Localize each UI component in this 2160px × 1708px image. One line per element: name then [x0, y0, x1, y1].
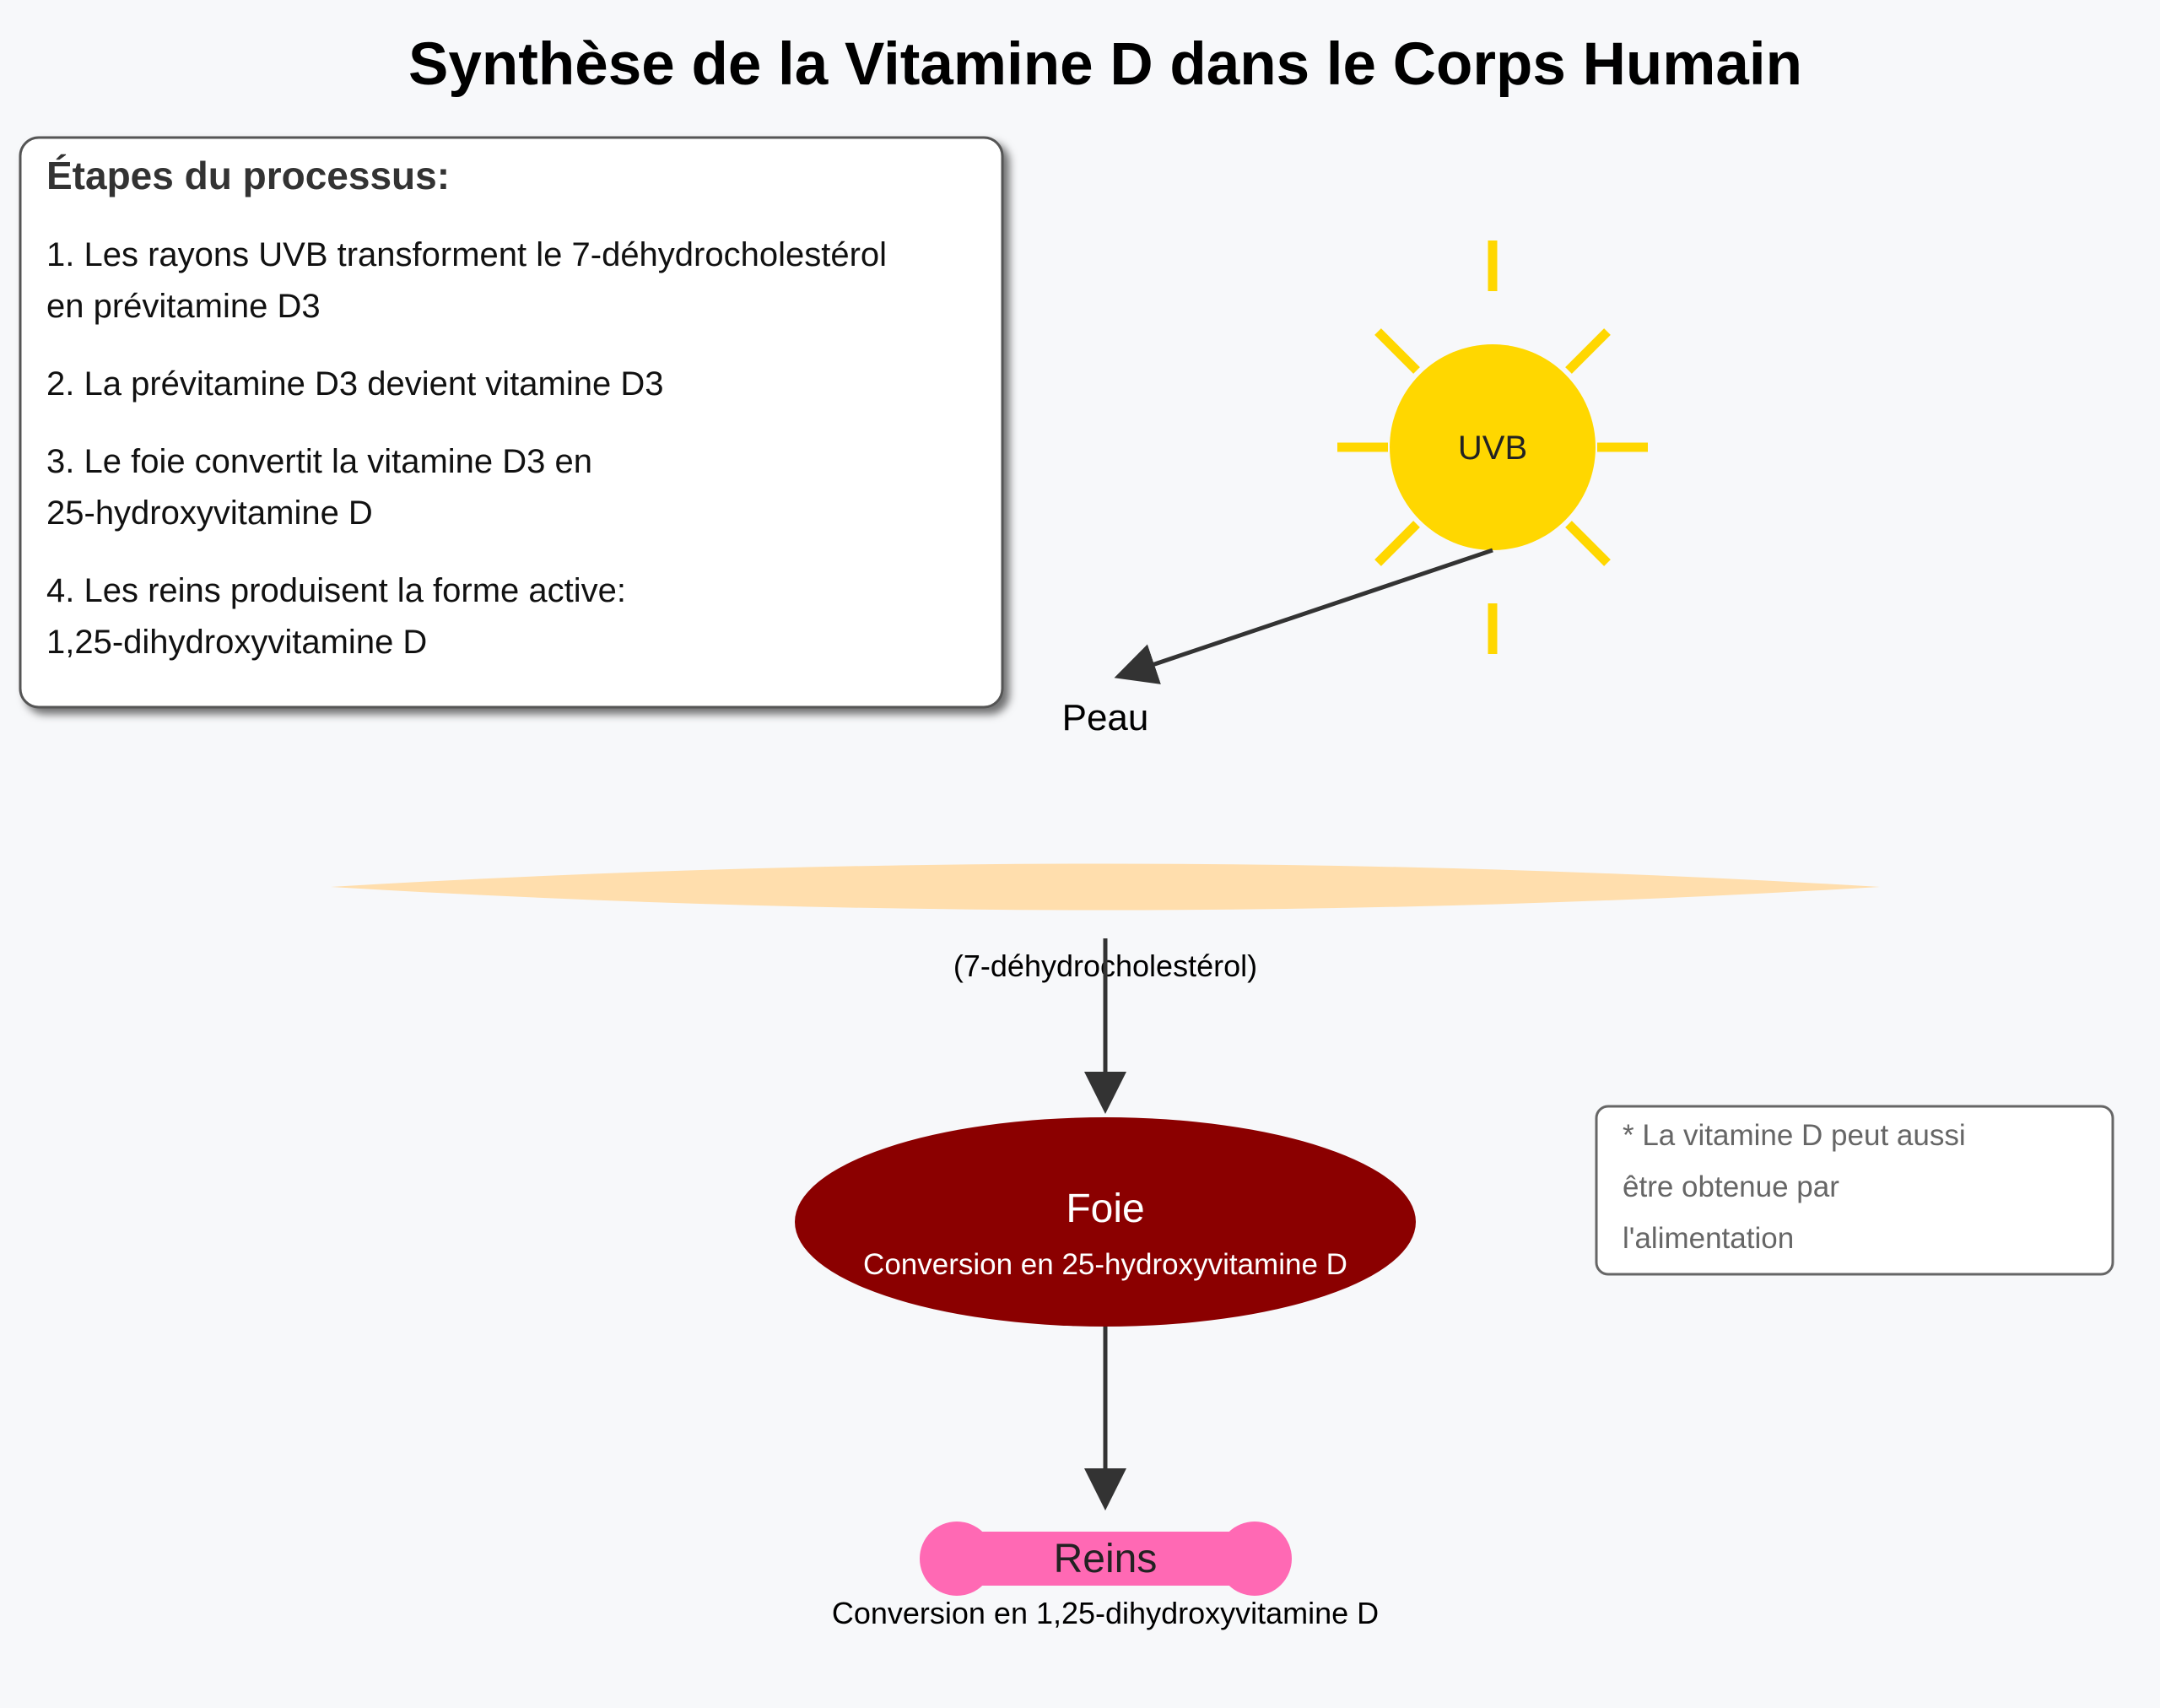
step-line: 1. Les rayons UVB transforment le 7-déhy…: [46, 236, 887, 273]
kidneys-node: Reins Conversion en 1,25-dihydroxyvitami…: [832, 1522, 1379, 1630]
kidneys-sublabel: Conversion en 1,25-dihydroxyvitamine D: [832, 1596, 1379, 1630]
kidneys-shape: [920, 1522, 1292, 1596]
step-line: 3. Le foie convertit la vitamine D3 en: [46, 443, 592, 480]
note-line: l'alimentation: [1623, 1222, 1794, 1255]
skin-layer: [331, 863, 1880, 911]
liver-node: Foie Conversion en 25-hydroxyvitamine D: [795, 1117, 1416, 1327]
note-panel-box: [1595, 1105, 2114, 1276]
note-line: être obtenue par: [1623, 1170, 1839, 1203]
step-line: en prévitamine D3: [46, 288, 321, 325]
step-line: 2. La prévitamine D3 devient vitamine D3: [46, 365, 663, 403]
steps-panel: Étapes du processus: 1. Les rayons UVB t…: [19, 136, 1004, 709]
steps-heading: Étapes du processus:: [46, 154, 450, 197]
step-line: 1,25-dihydroxyvitamine D: [46, 624, 427, 661]
uvb-label: UVB: [1458, 430, 1527, 467]
page-title: Synthèse de la Vitamine D dans le Corps …: [408, 31, 1802, 98]
liver-shape: [795, 1117, 1416, 1327]
skin-label: Peau: [1062, 697, 1149, 738]
note-panel: * La vitamine D peut aussi être obtenue …: [1595, 1105, 2114, 1276]
liver-label: Foie: [1066, 1186, 1144, 1231]
note-line: * La vitamine D peut aussi: [1623, 1119, 1966, 1152]
step-line: 25-hydroxyvitamine D: [46, 495, 373, 532]
sun-rays: [1337, 241, 1648, 654]
step-line: 4. Les reins produisent la forme active:: [46, 572, 626, 609]
kidneys-label: Reins: [1054, 1537, 1158, 1581]
liver-sublabel: Conversion en 25-hydroxyvitamine D: [863, 1248, 1347, 1281]
sun-disc: [1390, 344, 1596, 550]
sun-icon: UVB: [1337, 241, 1648, 654]
steps-panel-box: [19, 136, 1004, 709]
arrow-sun-to-skin: [1114, 548, 1493, 684]
